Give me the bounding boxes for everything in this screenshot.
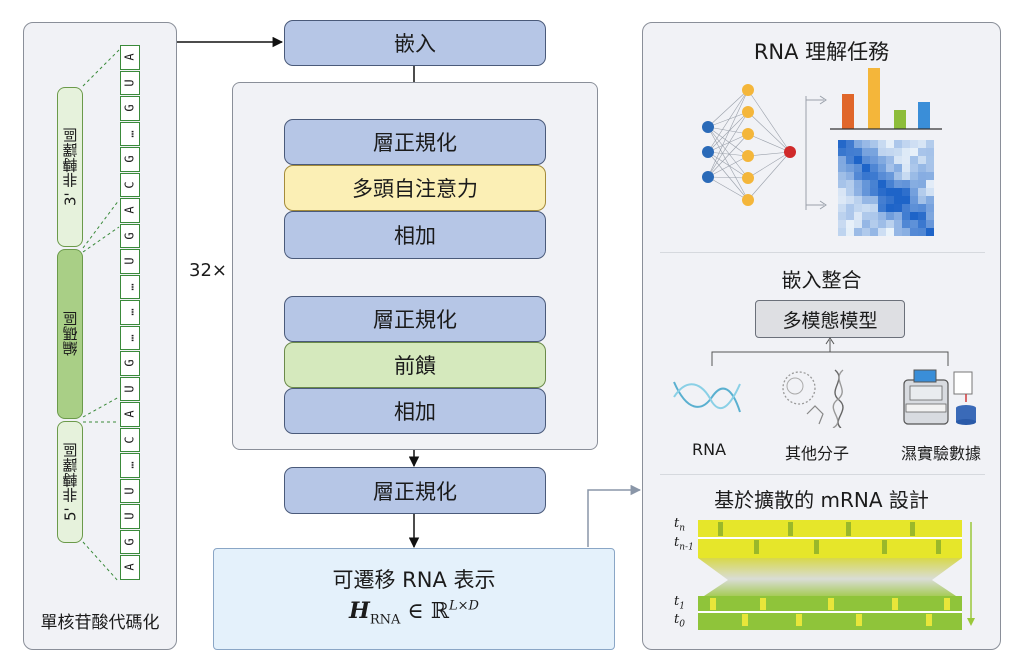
nucleotide-cell: G	[120, 529, 140, 554]
layer-repeat-count: 32×	[189, 260, 227, 281]
nn-node	[742, 194, 754, 206]
neural-network-graphic	[702, 84, 796, 206]
source-molecules-label: 其他分子	[784, 444, 849, 463]
add-block-2: 相加	[284, 388, 546, 434]
feed-forward-block: 前饋	[284, 342, 546, 388]
nn-node	[702, 146, 714, 158]
nucleotide-cell: U	[120, 249, 140, 274]
source-wetlab-label: 濕實驗數據	[900, 444, 981, 463]
timestep-tn-minus-1: tn-1	[674, 535, 694, 553]
nn-node	[742, 128, 754, 140]
prediction-bar-2	[868, 68, 880, 129]
nucleotide-cell: A	[120, 555, 140, 580]
prediction-bar-1	[842, 94, 854, 129]
add-block-1: 相加	[284, 211, 546, 259]
multimodal-model-box: 多模態模型	[755, 300, 905, 338]
embedding-block: 嵌入	[284, 20, 546, 66]
nucleotide-cell: G	[120, 351, 140, 376]
nucleotide-cell: U	[120, 376, 140, 401]
representation-formula: HRNA ∈ ℝL×D	[213, 598, 615, 627]
nucleotide-cell: …	[120, 300, 140, 325]
prediction-bar-3	[894, 110, 906, 129]
nucleotide-cell: U	[120, 70, 140, 95]
prediction-bar-4	[918, 102, 930, 129]
integration-title: 嵌入整合	[781, 268, 862, 292]
sequence-connector-lines	[82, 49, 120, 583]
nucleotide-cell: G	[120, 147, 140, 172]
nucleotide-cell: A	[120, 45, 140, 70]
rna-helix-icon	[673, 381, 741, 413]
nucleotide-cell: …	[120, 453, 140, 478]
integration-connectors	[711, 337, 949, 366]
diffusion-graphic	[698, 520, 975, 630]
output-representation-title: 可遷移 RNA 表示	[332, 568, 496, 592]
nn-node	[784, 146, 796, 158]
nn-node	[742, 172, 754, 184]
understanding-title: RNA 理解任務	[753, 40, 890, 64]
nucleotide-cell: A	[120, 198, 140, 223]
sequence-panel-caption: 單核苷酸代碼化	[40, 613, 160, 633]
nucleotide-cell: C	[120, 427, 140, 452]
formula-sup: L×D	[449, 598, 479, 614]
nucleotide-cell: U	[120, 504, 140, 529]
sequence-panel	[23, 22, 177, 650]
formula-sub: RNA	[369, 612, 401, 628]
nucleotide-cell: G	[120, 96, 140, 121]
prediction-bar-chart	[830, 68, 942, 130]
nucleotide-cell: …	[120, 274, 140, 299]
final-layer-norm-block: 層正規化	[284, 467, 546, 514]
nn-node	[742, 150, 754, 162]
formula-in: ∈	[407, 599, 424, 624]
nn-node	[702, 171, 714, 183]
nn-node	[702, 121, 714, 133]
nn-node	[742, 84, 754, 96]
contact-map-heatmap	[838, 140, 934, 236]
nucleotide-cell: A	[120, 402, 140, 427]
wetlab-instrument-icon	[903, 369, 976, 425]
nucleotide-cell: C	[120, 172, 140, 197]
nn-node	[742, 106, 754, 118]
nucleotide-cell: U	[120, 478, 140, 503]
nucleotide-cell: …	[120, 325, 140, 350]
layer-norm-block-2: 層正規化	[284, 296, 546, 342]
layer-norm-block-1: 層正規化	[284, 119, 546, 165]
source-rna-label: RNA	[691, 440, 727, 459]
output-representation-box	[213, 548, 615, 650]
nucleotide-cell: …	[120, 121, 140, 146]
timestep-tn: tn	[674, 516, 686, 534]
divider-1	[660, 252, 985, 253]
molecule-icon	[782, 369, 844, 428]
formula-r: ℝ	[430, 599, 449, 624]
nucleotide-cell: G	[120, 223, 140, 248]
multi-head-attention-block: 多頭自注意力	[284, 165, 546, 211]
design-title: 基於擴散的 mRNA 設計	[714, 488, 929, 512]
prediction-bracket	[805, 95, 827, 210]
divider-2	[660, 474, 985, 475]
timestep-t1: t1	[674, 594, 685, 612]
formula-h: H	[349, 598, 370, 624]
timestep-t0: t0	[674, 612, 685, 630]
